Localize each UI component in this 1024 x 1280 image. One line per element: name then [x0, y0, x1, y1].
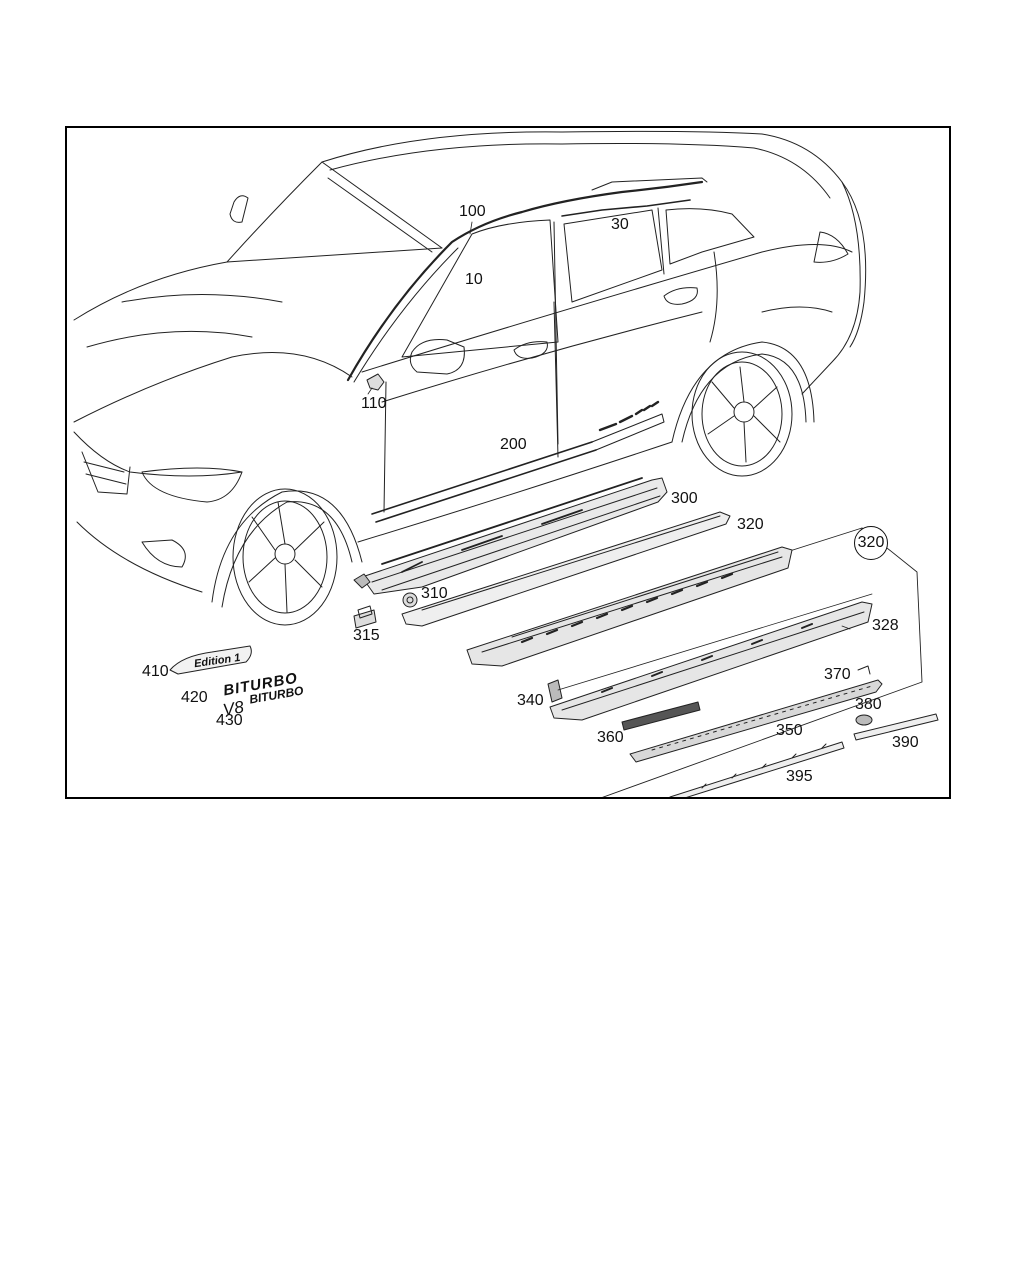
callout-390: 390 — [892, 734, 919, 751]
screw-380 — [855, 714, 873, 726]
callout-10: 10 — [465, 271, 483, 288]
callout-370: 370 — [824, 666, 851, 683]
clip-370 — [557, 593, 873, 691]
strip-395 — [669, 741, 845, 797]
running-board-300 — [353, 477, 668, 595]
emblem-410 — [169, 645, 252, 675]
callout-350: 350 — [776, 722, 803, 739]
step-board-328 — [549, 601, 873, 721]
callout-300: 300 — [671, 490, 698, 507]
callout-30: 30 — [611, 216, 629, 233]
clip-110 — [366, 373, 385, 391]
callout-328: 328 — [872, 617, 899, 634]
callout-310: 310 — [421, 585, 448, 602]
bracket-310 — [402, 592, 418, 608]
emblem-360 — [621, 701, 701, 731]
callout-200: 200 — [500, 436, 527, 453]
rear-wheel — [691, 351, 793, 477]
callout-110: 110 — [361, 395, 387, 412]
clip-315 — [353, 605, 377, 629]
callout-340: 340 — [517, 692, 544, 709]
step-board-complete — [466, 546, 793, 667]
cover-strip-320 — [401, 511, 731, 627]
end-cap-340 — [547, 679, 563, 703]
callout-100: 100 — [459, 203, 486, 220]
parts-illustration — [73, 130, 939, 797]
step-pad-350 — [629, 679, 883, 763]
callout-420: 420 — [181, 689, 208, 706]
callout-380: 380 — [855, 696, 882, 713]
trim-390 — [853, 713, 939, 741]
leader-lines — [367, 221, 851, 630]
car-outline — [73, 130, 867, 608]
front-wheel — [232, 488, 338, 626]
side-stripe-200 — [371, 400, 665, 523]
callout-320: 320 — [737, 516, 764, 533]
callout-315: 315 — [353, 627, 380, 644]
callout-430: 430 — [216, 712, 243, 729]
callout-360: 360 — [597, 729, 624, 746]
callout-320-badge: 320 — [854, 526, 888, 560]
callout-410: 410 — [142, 663, 169, 680]
diagram-frame: Edition 1 BITURBO V8 BITURBO 100 30 10 1… — [65, 126, 951, 799]
callout-395: 395 — [786, 768, 813, 785]
